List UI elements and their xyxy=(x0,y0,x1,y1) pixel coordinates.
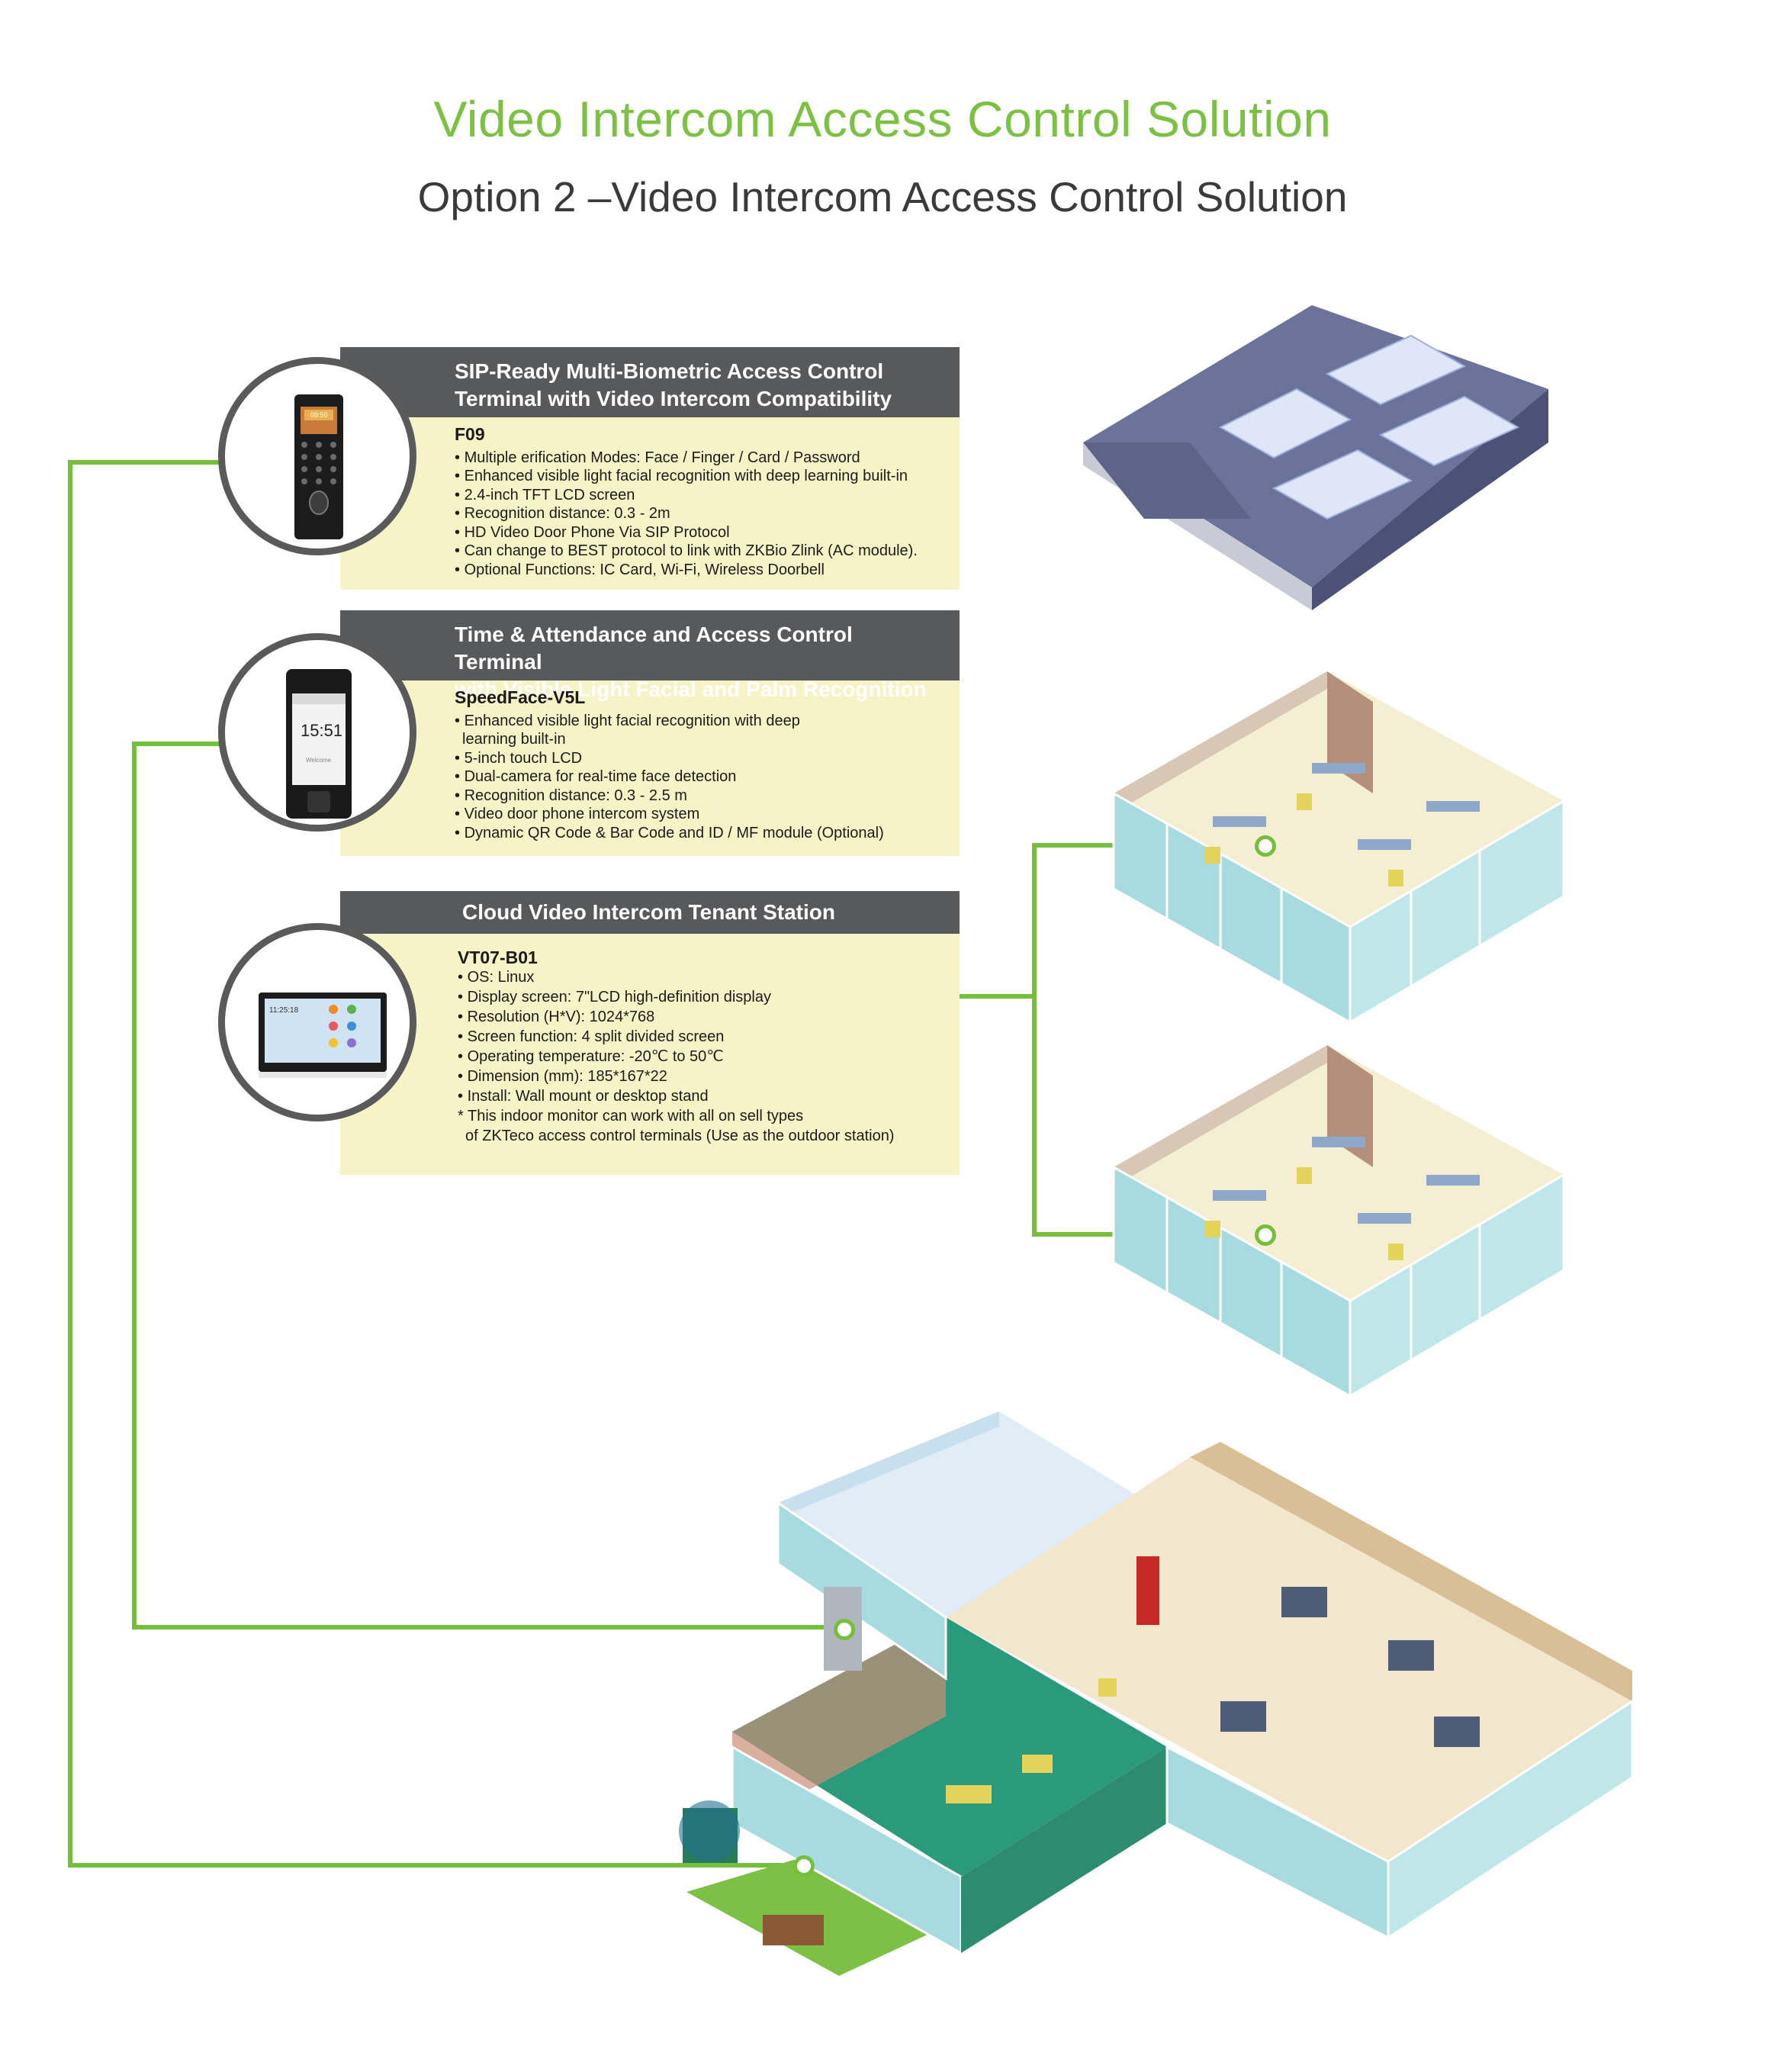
speedface-terminal-icon: 15:51 Welcome xyxy=(286,669,352,819)
card-heading-line1: SIP-Ready Multi-Biometric Access Control xyxy=(455,359,884,383)
feature-item: Dual-camera for real-time face detection xyxy=(455,767,952,787)
feature-item: HD Video Door Phone Via SIP Protocol xyxy=(455,523,952,542)
page-subtitle: Option 2 –Video Intercom Access Control … xyxy=(417,173,1348,220)
card-heading-line1: Cloud Video Intercom Tenant Station xyxy=(462,900,835,924)
feature-item: Screen function: 4 split divided screen xyxy=(458,1027,952,1047)
card-body: SpeedFace-V5L Enhanced visible light fac… xyxy=(340,680,960,842)
model-name: SpeedFace-V5L xyxy=(455,687,586,707)
feature-item: Video door phone intercom system xyxy=(455,805,952,824)
connector-f09 xyxy=(68,460,786,1868)
connector-speedface xyxy=(132,742,835,1630)
feature-item: Enhanced visible light facial recognitio… xyxy=(455,467,952,486)
speedface-screen-time: 15:51 xyxy=(301,721,342,740)
card-heading-line1: Time & Attendance and Access Control Ter… xyxy=(455,623,853,674)
feature-item: Optional Functions: IC Card, Wi-Fi, Wire… xyxy=(455,561,952,580)
connection-node-side-door xyxy=(834,1619,855,1640)
device-photo-vt07: 11:25:18 xyxy=(218,923,416,1121)
feature-item: Recognition distance: 0.3 - 2.5 m xyxy=(455,787,952,806)
page-title: Video Intercom Access Control Solution xyxy=(433,91,1332,147)
card-heading-line2: with Visible Light Facial and Palm Recog… xyxy=(455,677,927,701)
feature-item: Operating temperature: -20℃ to 50℃ xyxy=(458,1047,952,1067)
feature-item: 5-inch touch LCD xyxy=(455,749,952,768)
office-floor-upper-icon xyxy=(1112,671,1565,1025)
vt07-screen-time: 11:25:18 xyxy=(269,1006,299,1015)
feature-list: OS: Linux Display screen: 7"LCD high-def… xyxy=(458,967,952,1146)
card-heading: Time & Attendance and Access Control Ter… xyxy=(340,610,960,701)
feature-item-continued: learning built-in xyxy=(462,731,566,748)
office-floor-middle-icon xyxy=(1112,1045,1565,1398)
note-line: * This indoor monitor can work with all … xyxy=(458,1108,804,1124)
model-name: VT07-B01 xyxy=(458,948,538,967)
model-name: F09 xyxy=(455,424,485,444)
feature-item: Display screen: 7"LCD high-definition di… xyxy=(458,987,952,1007)
card-body: F09 Multiple erification Modes: Face / F… xyxy=(340,417,960,579)
device-photo-speedface: 15:51 Welcome xyxy=(218,633,416,832)
card-body: VT07-B01 OS: Linux Display screen: 7"LCD… xyxy=(340,934,960,1146)
feature-item: Can change to BEST protocol to link with… xyxy=(455,542,952,561)
f09-screen-time: 09:50 xyxy=(310,411,328,419)
solar-roof-icon xyxy=(1083,305,1548,610)
connection-node-floor2 xyxy=(1255,1224,1276,1246)
speedface-screen-text: Welcome xyxy=(306,757,332,764)
f09-terminal-icon: 09:50 xyxy=(294,394,343,539)
card-heading-line2: Terminal with Video Intercom Compatibili… xyxy=(455,387,892,410)
device-card-f09: SIP-Ready Multi-Biometric Access Control… xyxy=(340,347,960,590)
device-photo-f09: 09:50 xyxy=(218,357,416,555)
feature-item: Dynamic QR Code & Bar Code and ID / MF m… xyxy=(455,824,952,843)
feature-item: Dimension (mm): 185*167*22 xyxy=(458,1067,952,1086)
connection-node-entrance xyxy=(793,1855,815,1877)
card-heading: Cloud Video Intercom Tenant Station xyxy=(340,891,960,934)
feature-list: Enhanced visible light facial recognitio… xyxy=(455,712,952,843)
ground-floor-building-icon xyxy=(679,1411,1634,1976)
connection-node-floor1 xyxy=(1255,835,1276,857)
feature-item: Resolution (H*V): 1024*768 xyxy=(458,1007,952,1027)
device-card-speedface: Time & Attendance and Access Control Ter… xyxy=(340,610,960,856)
feature-item: Install: Wall mount or desktop stand xyxy=(458,1086,952,1106)
feature-item: Enhanced visible light facial recognitio… xyxy=(455,712,952,731)
feature-item: OS: Linux xyxy=(458,967,952,987)
feature-item: Recognition distance: 0.3 - 2m xyxy=(455,504,952,523)
feature-item: 2.4-inch TFT LCD screen xyxy=(455,486,952,505)
feature-list: Multiple erification Modes: Face / Finge… xyxy=(455,449,952,580)
feature-item: Multiple erification Modes: Face / Finge… xyxy=(455,449,952,468)
note-line: of ZKTeco access control terminals (Use … xyxy=(465,1128,895,1144)
card-heading: SIP-Ready Multi-Biometric Access Control… xyxy=(340,347,960,417)
device-card-vt07: Cloud Video Intercom Tenant Station VT07… xyxy=(340,891,960,1175)
indoor-monitor-icon: 11:25:18 xyxy=(259,993,387,1078)
